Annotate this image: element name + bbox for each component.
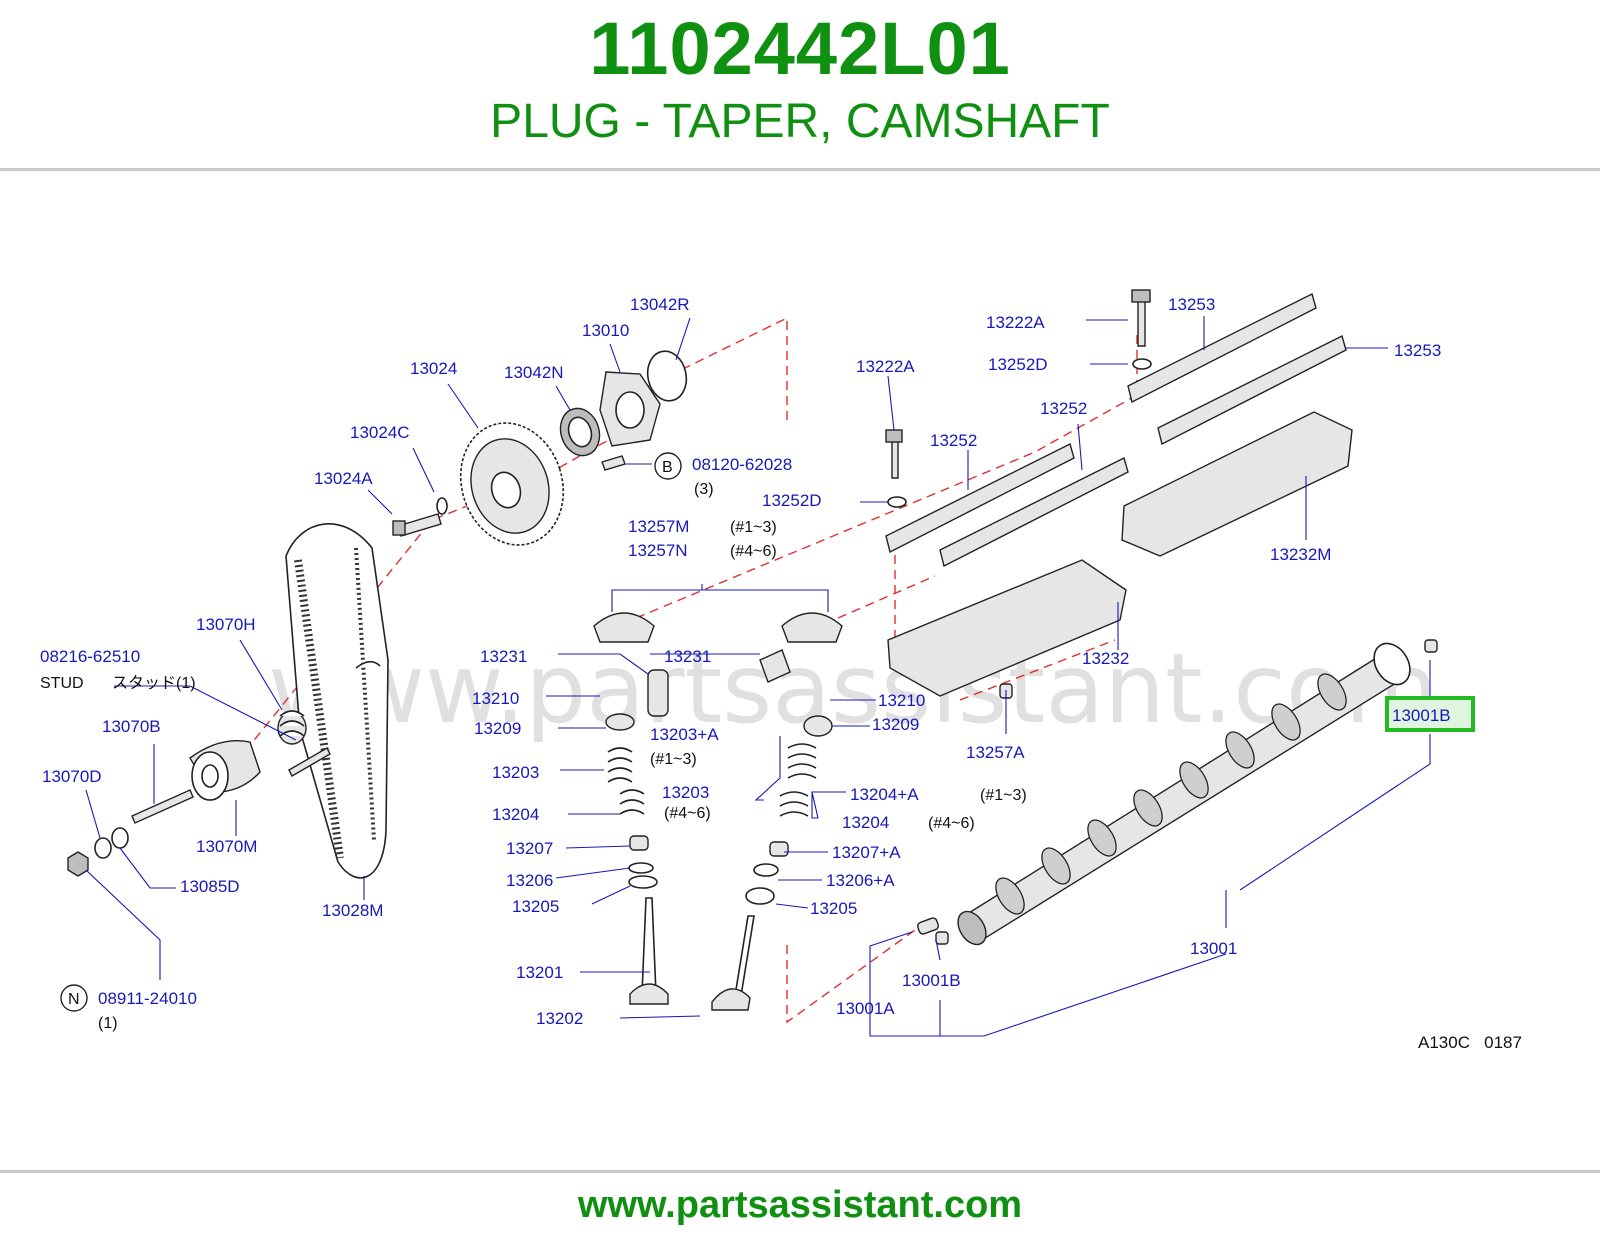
label-13207a: 13207+A: [832, 843, 901, 862]
label-13252d-top: 13252D: [988, 355, 1048, 374]
label-13232: 13232: [1082, 649, 1129, 668]
label-13028m: 13028M: [322, 901, 383, 920]
label-13205-b: 13205: [810, 899, 857, 918]
label-13207: 13207: [506, 839, 553, 858]
label-13203a: 13203+A: [650, 725, 719, 744]
label-13253-a: 13253: [1168, 295, 1215, 314]
label-13232m: 13232M: [1270, 545, 1331, 564]
label-08120: 08120-62028: [692, 455, 792, 474]
label-13204-b: 13204: [842, 813, 889, 832]
callout-b: B: [662, 459, 673, 476]
label-08216-jp: スタッド(1): [112, 674, 196, 692]
callout-circles: B N: [60, 452, 682, 1012]
label-13024c: 13024C: [350, 423, 410, 442]
label-13010: 13010: [582, 321, 629, 340]
label-13222a-top: 13222A: [986, 313, 1045, 332]
label-13024: 13024: [410, 359, 457, 378]
valve-train: [593, 612, 843, 1011]
label-13231-a: 13231: [480, 647, 527, 666]
label-13070h: 13070H: [196, 615, 256, 634]
label-13252-a: 13252: [1040, 399, 1087, 418]
part-title: PLUG - TAPER, CAMSHAFT: [490, 95, 1110, 148]
label-13252d-mid: 13252D: [762, 491, 822, 510]
label-13257n-range: (#4~6): [730, 543, 777, 560]
leader-lines: [85, 316, 1431, 1037]
label-08120-qty: (3): [694, 481, 714, 498]
label-13231-b: 13231: [664, 647, 711, 666]
sprocket-bolt: [392, 497, 448, 537]
label-13203-b: 13203: [662, 783, 709, 802]
label-13201: 13201: [516, 963, 563, 982]
watermark: www.partsassistant.com: [268, 633, 1438, 745]
label-13001: 13001: [1190, 939, 1237, 958]
label-13206a: 13206+A: [826, 871, 895, 890]
label-13204-range: (#4~6): [928, 815, 975, 832]
rocker-shafts: [885, 289, 1347, 568]
label-08911: 08911-24010: [98, 989, 197, 1008]
part-labels: 13042R 13010 13024 13042N 13024C 13024A …: [40, 295, 1522, 1052]
label-13209-b: 13209: [872, 715, 919, 734]
label-13252-b: 13252: [930, 431, 977, 450]
label-13206: 13206: [506, 871, 553, 890]
footer-divider: [0, 1170, 1600, 1173]
label-13257m: 13257M: [628, 517, 689, 536]
label-13024a: 13024A: [314, 469, 373, 488]
diagram-code: A130C 0187: [1418, 1033, 1522, 1052]
assembly-guides: [229, 316, 1138, 1024]
label-13085d: 13085D: [180, 877, 240, 896]
label-08216-stud: STUD: [40, 675, 84, 692]
label-13210-a: 13210: [472, 689, 519, 708]
label-13222a-mid: 13222A: [856, 357, 915, 376]
label-13209-a: 13209: [474, 719, 521, 738]
label-13257m-range: (#1~3): [730, 519, 777, 536]
label-13042r: 13042R: [630, 295, 690, 314]
page-header: 1102442L01 PLUG - TAPER, CAMSHAFT: [0, 0, 1600, 168]
label-13253-b: 13253: [1394, 341, 1441, 360]
label-08911-qty: (1): [98, 1015, 118, 1032]
footer-url[interactable]: www.partsassistant.com: [577, 1184, 1023, 1226]
label-13001b-highlighted[interactable]: 13001B: [1392, 706, 1451, 725]
seal-housing: [559, 350, 688, 471]
part-number: 1102442L01: [589, 7, 1011, 90]
label-13203-range: (#4~6): [664, 805, 711, 822]
label-08216: 08216-62510: [40, 647, 140, 666]
label-13204a: 13204+A: [850, 785, 919, 804]
label-13070m: 13070M: [196, 837, 257, 856]
camshaft-sprocket: [459, 422, 565, 546]
timing-belt: [285, 523, 389, 879]
callout-n: N: [68, 991, 80, 1008]
label-13001a: 13001A: [836, 999, 895, 1018]
label-13210-b: 13210: [878, 691, 925, 710]
label-13203a-range: (#1~3): [650, 751, 697, 768]
label-13070d: 13070D: [42, 767, 102, 786]
label-13204-a: 13204: [492, 805, 539, 824]
camshaft: [916, 639, 1438, 946]
label-13070b: 13070B: [102, 717, 161, 736]
rocker-assemblies: [887, 411, 1353, 697]
highlight-box[interactable]: [1385, 696, 1475, 732]
label-13257n: 13257N: [628, 541, 688, 560]
tensioner-parts: [67, 710, 331, 877]
label-13203-a: 13203: [492, 763, 539, 782]
label-13202: 13202: [536, 1009, 583, 1028]
label-13257a: 13257A: [966, 743, 1025, 762]
label-13001b: 13001B: [902, 971, 961, 990]
label-13205-a: 13205: [512, 897, 559, 916]
header-divider: [0, 168, 1600, 171]
label-13042n: 13042N: [504, 363, 564, 382]
label-13204a-range: (#1~3): [980, 787, 1027, 804]
